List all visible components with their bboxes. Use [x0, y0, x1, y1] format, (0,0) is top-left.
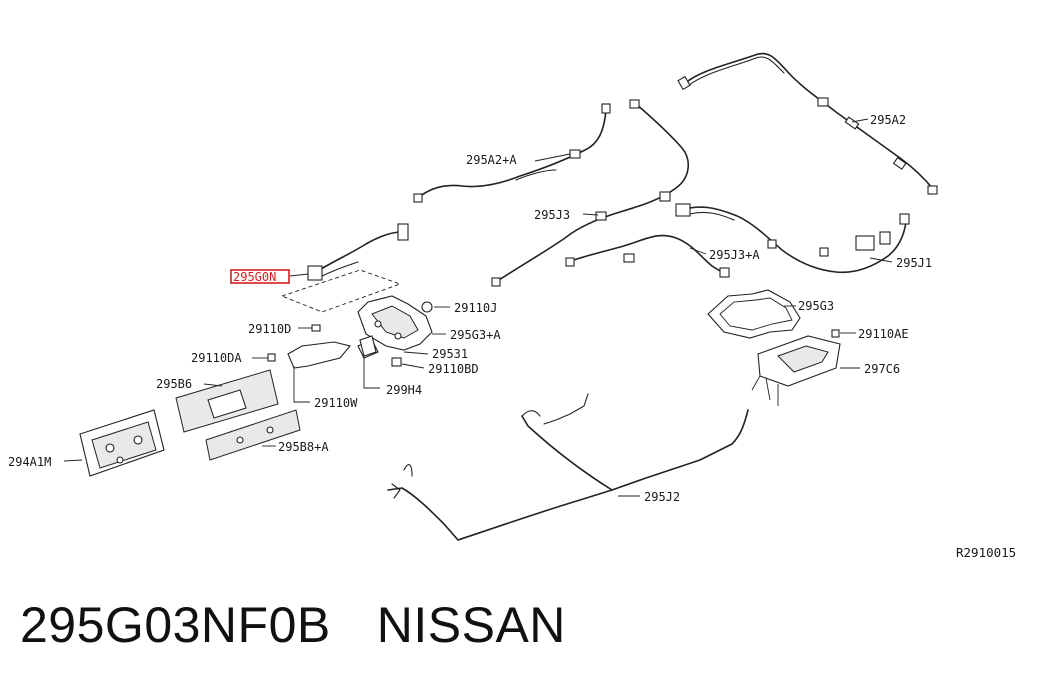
callout-295G0N[interactable]: 295G0N [233, 270, 276, 284]
part-number: 295G03NF0B [20, 597, 331, 653]
callout-295J3A[interactable]: 295J3+A [709, 248, 760, 262]
callout-29110DA[interactable]: 29110DA [191, 351, 242, 365]
callout-294A1M[interactable]: 294A1M [8, 455, 51, 469]
harness-295G0N [289, 223, 409, 281]
callout-295A2[interactable]: 295A2 [870, 113, 906, 127]
callout-297C6[interactable]: 297C6 [864, 362, 900, 376]
sensor-299H4 [359, 335, 380, 389]
callout-29110D[interactable]: 29110D [248, 322, 291, 336]
washer-29110J [421, 301, 433, 313]
diagram-reference-code: R2910015 [956, 545, 1016, 560]
callout-295G3[interactable]: 295G3 [798, 299, 834, 313]
callout-29110AE[interactable]: 29110AE [858, 327, 909, 341]
harness-295J3 [491, 99, 689, 287]
callout-295J2[interactable]: 295J2 [644, 490, 680, 504]
plate-295B8A [205, 409, 301, 461]
harness-295J1 [675, 203, 910, 274]
battery-294A1M [63, 409, 165, 477]
harness-295A2 [677, 52, 938, 195]
bolt-29110BD [391, 357, 425, 369]
plate-295B6 [175, 369, 279, 433]
cover-297C6 [751, 335, 860, 406]
bolt-29110AE [831, 329, 856, 338]
callout-295G3A[interactable]: 295G3+A [450, 328, 501, 342]
harness-295J3A [565, 234, 730, 278]
callout-29110BD[interactable]: 29110BD [428, 362, 479, 376]
callout-295B6[interactable]: 295B6 [156, 377, 192, 391]
highlight-box-295G0N [230, 269, 290, 284]
callout-29110J[interactable]: 29110J [454, 301, 497, 315]
callout-295J3[interactable]: 295J3 [534, 208, 570, 222]
callout-295B8A[interactable]: 295B8+A [278, 440, 329, 454]
bolt-29110D [298, 324, 321, 332]
frame-295G3 [707, 289, 801, 339]
harness-295A2A [413, 103, 611, 203]
callout-299H4[interactable]: 299H4 [386, 383, 422, 397]
callout-29531[interactable]: 29531 [432, 347, 468, 361]
parts-diagram: 295A2 295A2+A 295J3 295J3+A 295J1 295G0N… [8, 52, 1016, 560]
part-caption: 295G03NF0B NISSAN [20, 596, 566, 654]
brand-name: NISSAN [376, 597, 566, 653]
callout-29110W[interactable]: 29110W [314, 396, 358, 410]
wire-29110W [252, 341, 351, 403]
module-295G3A [357, 295, 446, 351]
callout-295A2A[interactable]: 295A2+A [466, 153, 517, 167]
callout-295J1[interactable]: 295J1 [896, 256, 932, 270]
harness-295J2 [387, 393, 749, 541]
